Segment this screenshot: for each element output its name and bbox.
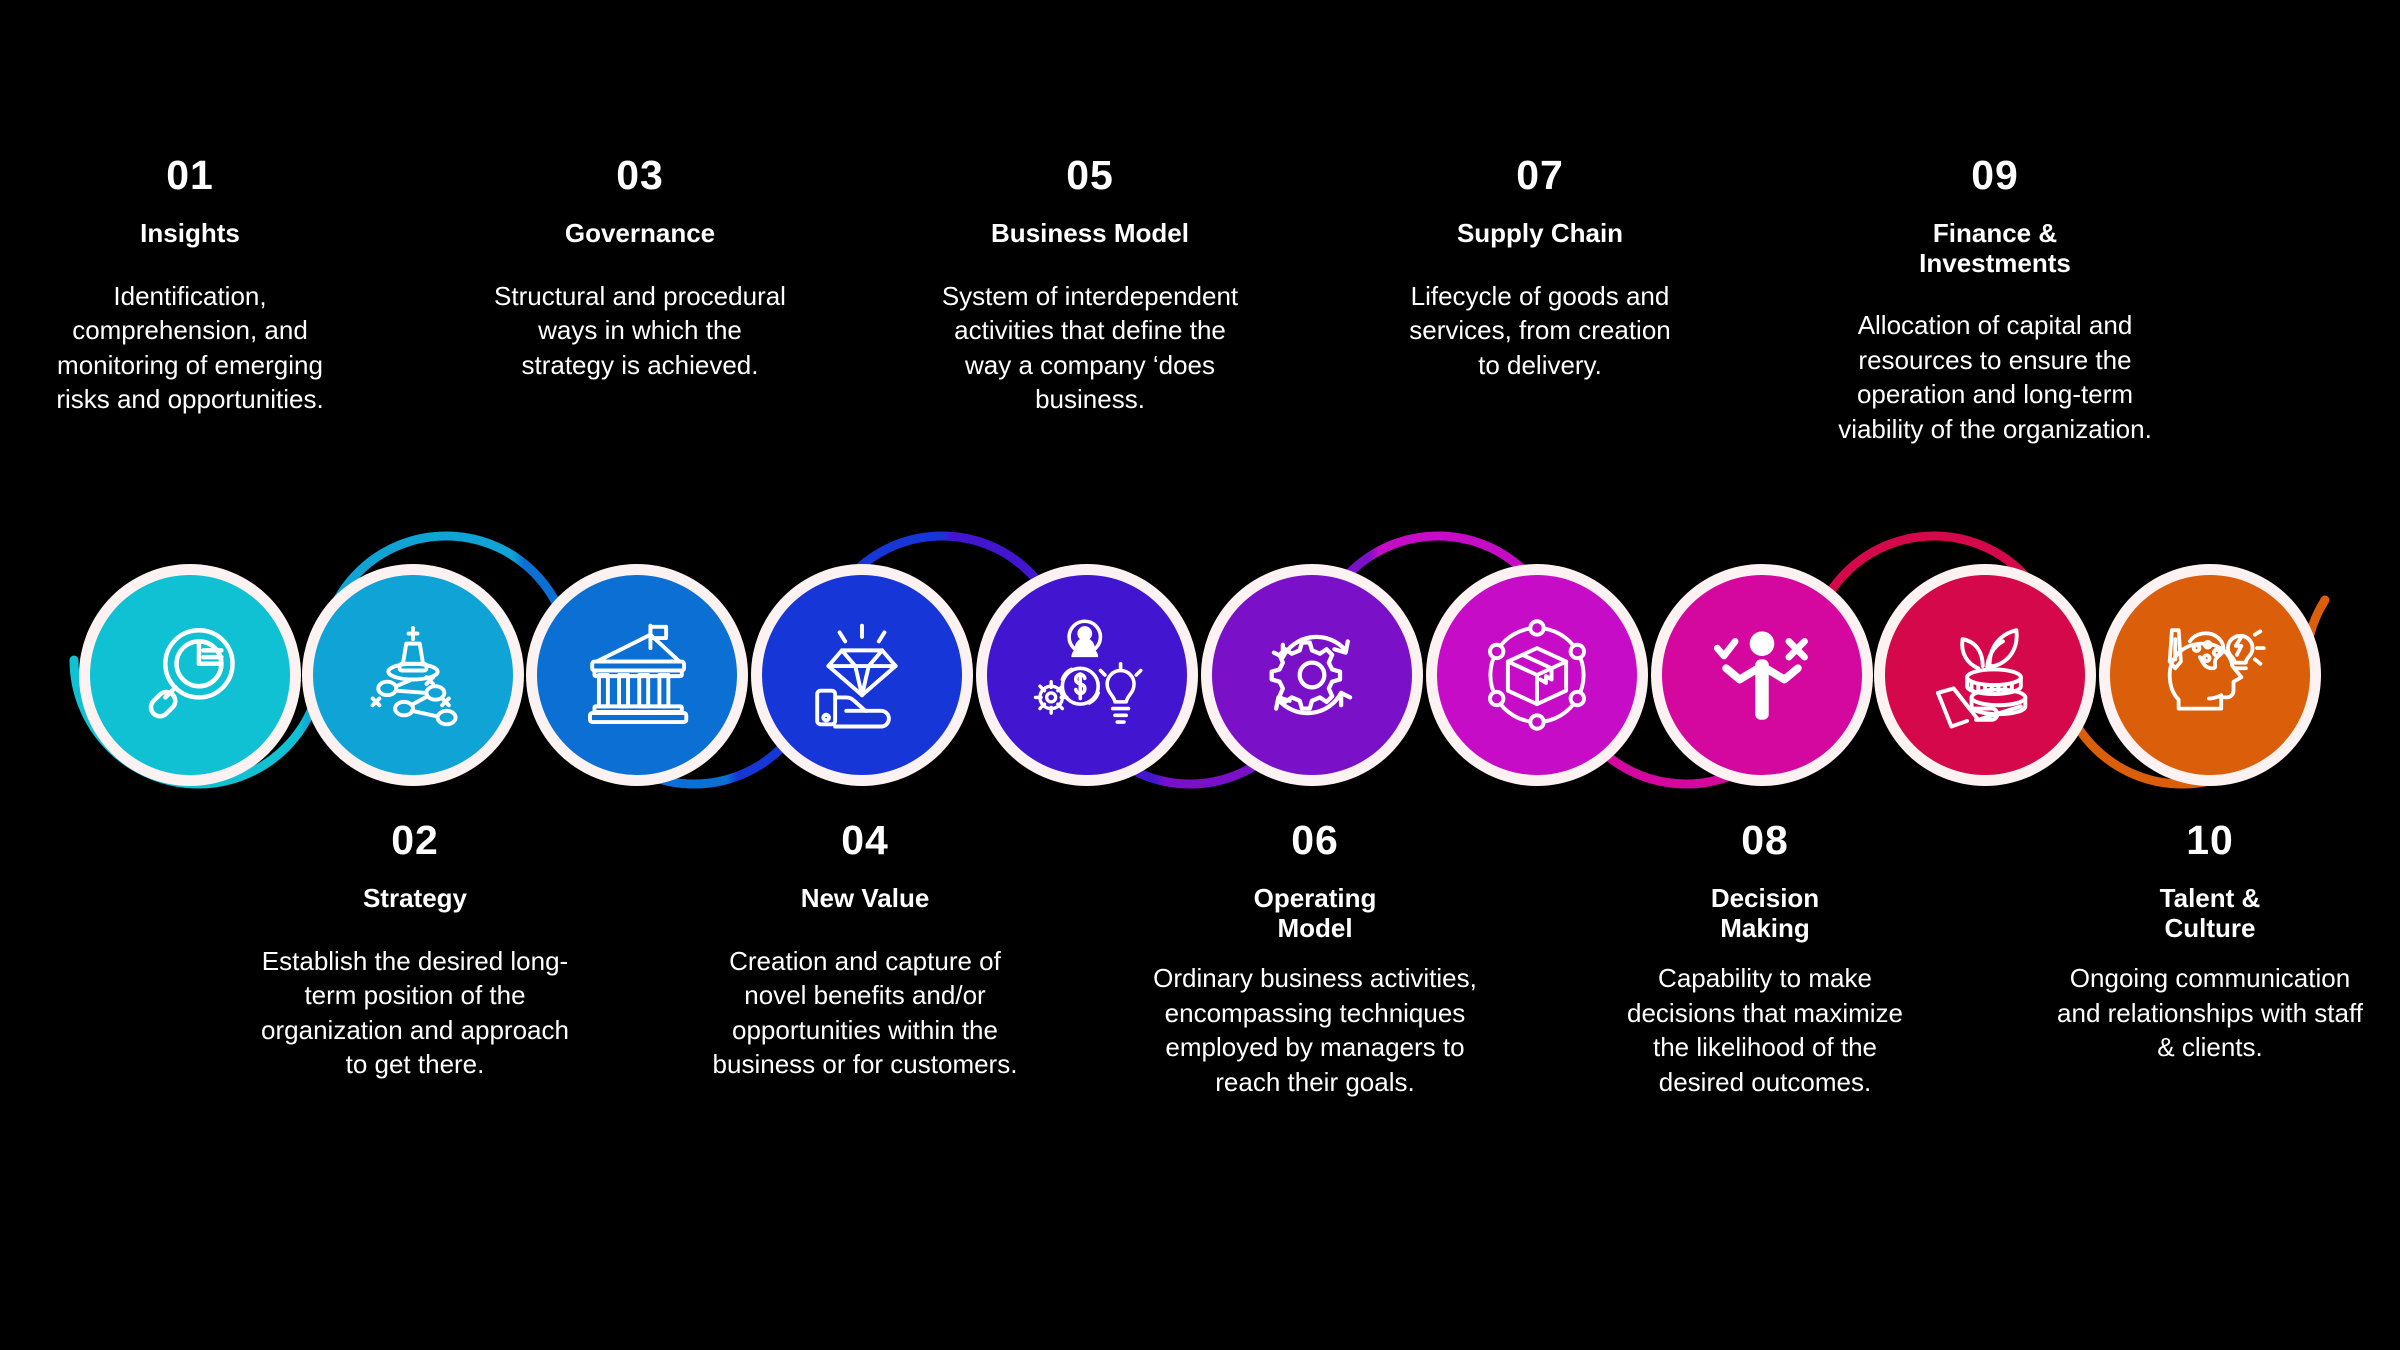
institution-building-icon: [588, 623, 689, 724]
step-number: 08: [1741, 817, 1789, 863]
step-description: Lifecycle of goods and services, from cr…: [1409, 280, 1671, 380]
package-network-icon: [1488, 619, 1586, 731]
step-number: 04: [841, 817, 889, 863]
step-disc-4: [762, 575, 962, 775]
step-disc-5: [987, 575, 1187, 775]
step-text-9: 09 Finance & Investments Allocation of c…: [1825, 155, 2165, 447]
step-title: Business Model: [991, 218, 1189, 248]
step-description: Identification, comprehension, and monit…: [56, 280, 324, 415]
step-number: 03: [616, 152, 664, 198]
step-node-1[interactable]: [79, 564, 301, 786]
step-number: 07: [1516, 152, 1564, 198]
step-node-2[interactable]: [302, 564, 524, 786]
step-description: Ordinary business activities, encompassi…: [1153, 963, 1477, 1097]
step-title: Decision Making: [1710, 883, 1820, 943]
step-node-9[interactable]: [1874, 564, 2096, 786]
step-title: New Value: [800, 883, 930, 913]
step-title: Strategy: [362, 883, 468, 913]
step-text-10: 10 Talent & Culture Ongoing communicatio…: [2045, 820, 2375, 1065]
hand-diamond-icon: [815, 623, 898, 729]
step-node-6[interactable]: [1201, 564, 1423, 786]
step-node-3[interactable]: [526, 564, 748, 786]
step-text-6: 06 Operating Model Ordinary business act…: [1150, 820, 1480, 1100]
step-title: Talent & Culture: [2159, 883, 2261, 943]
person-choice-icon: [1713, 631, 1808, 720]
step-description: System of interdependent activities that…: [941, 280, 1239, 415]
step-text-1: 01 Insights Identification, comprehensio…: [25, 155, 355, 417]
magnifier-pie-chart-icon: [148, 627, 235, 719]
step-title: Governance: [564, 218, 716, 248]
step-node-7[interactable]: [1426, 564, 1648, 786]
step-disc-2: [313, 575, 513, 775]
step-disc-3: [537, 575, 737, 775]
step-title: Insights: [140, 218, 240, 248]
step-node-8[interactable]: [1651, 564, 1873, 786]
step-number: 06: [1291, 817, 1339, 863]
gear-cycle-icon: [1269, 634, 1353, 716]
step-number: 05: [1066, 152, 1114, 198]
step-disc-7: [1437, 575, 1637, 775]
step-disc-6: [1212, 575, 1412, 775]
chess-king-strategy-icon: [370, 626, 458, 727]
step-title: Finance & Investments: [1919, 218, 2071, 278]
step-description: Capability to make decisions that maximi…: [1627, 963, 1903, 1097]
step-node-5[interactable]: [976, 564, 1198, 786]
step-description: Ongoing communication and relationships …: [2057, 963, 2363, 1063]
step-node-4[interactable]: [751, 564, 973, 786]
step-text-5: 05 Business Model System of interdepende…: [925, 155, 1255, 417]
step-number: 02: [391, 817, 439, 863]
step-description: Establish the desired long-term position…: [261, 945, 569, 1080]
step-title: Operating Model: [1253, 883, 1377, 943]
step-text-2: 02 Strategy Establish the desired long-t…: [250, 820, 580, 1082]
step-disc-1: [90, 575, 290, 775]
step-node-10[interactable]: [2099, 564, 2321, 786]
hand-coins-plant-icon: [1936, 628, 2028, 729]
step-number: 01: [166, 152, 214, 198]
step-disc-8: [1662, 575, 1862, 775]
step-description: Creation and capture of novel benefits a…: [712, 945, 1018, 1080]
step-disc-10: [2110, 575, 2310, 775]
step-text-8: 08 Decision Making Capability to make de…: [1600, 820, 1930, 1100]
step-number: 09: [1971, 152, 2019, 198]
person-money-gear-bulb-icon: [1033, 619, 1143, 724]
step-text-4: 04 New Value Creation and capture of nov…: [700, 820, 1030, 1082]
step-text-3: 03 Governance Structural and procedural …: [475, 155, 805, 382]
creative-head-icon: [2167, 628, 2266, 711]
step-number: 10: [2186, 817, 2234, 863]
step-text-7: 07 Supply Chain Lifecycle of goods and s…: [1375, 155, 1705, 382]
step-description: Structural and procedural ways in which …: [494, 280, 786, 380]
step-description: Allocation of capital and resources to e…: [1838, 310, 2152, 444]
step-title: Supply Chain: [1456, 218, 1624, 248]
step-disc-9: [1885, 575, 2085, 775]
